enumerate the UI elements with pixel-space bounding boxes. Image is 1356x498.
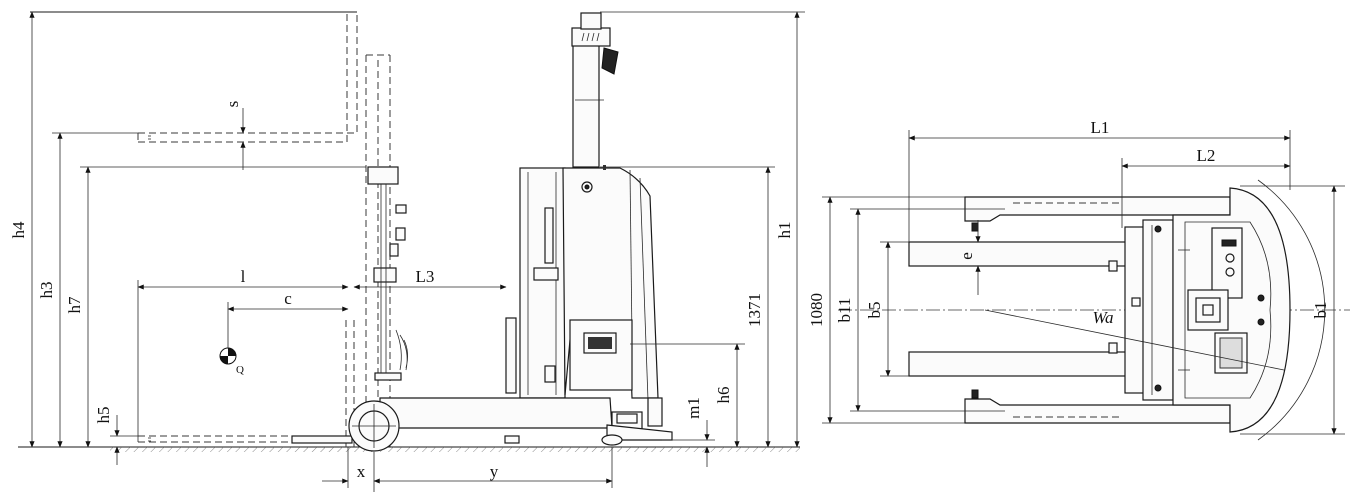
dim-c [227,302,349,348]
label-h6: h6 [714,387,733,404]
dim-1371 [600,166,775,448]
front-wheel [348,400,400,452]
dim-L1 [908,130,1291,242]
top-mast [1124,219,1174,401]
fork-carriage [367,166,408,381]
dim-x-y [322,447,613,492]
raised-mast-outline [345,54,391,447]
label-L2: L2 [1197,146,1216,165]
dim-m1 [662,420,715,467]
dim-h1 [600,11,805,448]
dim-1080 [822,196,965,424]
label-b5: b5 [865,302,884,319]
label-L3: L3 [416,267,435,286]
label-h3: h3 [37,282,56,299]
label-1371: 1371 [745,293,764,327]
dim-h6 [630,343,745,448]
dim-h3 [52,132,138,448]
label-L1: L1 [1091,118,1110,137]
label-s: s [223,101,242,108]
top-body [1172,187,1291,433]
outer-fork-legs [964,196,1231,424]
chassis [379,397,673,446]
raised-fork-outline [30,11,358,143]
label-c: c [284,289,292,308]
label-h7: h7 [65,296,84,314]
dim-b11 [850,208,1005,412]
dim-h7 [80,166,366,448]
label-Q: Q [236,364,244,376]
dim-L2 [1121,158,1291,228]
label-Wa: Wa [1092,308,1113,327]
turning-radius [984,179,1326,441]
label-m1: m1 [684,397,703,419]
dim-l [137,280,349,436]
label-1080: 1080 [807,293,826,327]
load-center-symbol [219,347,237,365]
label-b11: b11 [835,298,854,323]
label-y: y [490,462,499,481]
label-b1: b1 [1311,302,1330,319]
side-view: h4 h3 h7 h5 s l c L3 Q h1 1371 h6 m1 x y [9,11,805,492]
label-h4: h4 [9,221,28,239]
lowered-fork [137,435,353,444]
label-x: x [357,462,366,481]
truck-body [562,167,659,401]
label-h1: h1 [775,222,794,239]
dim-b5 [880,241,909,377]
ground-line [18,446,800,452]
label-l: l [241,267,246,286]
label-h5: h5 [94,407,113,424]
tiller [571,12,619,170]
top-view: L1 L2 1080 b11 b5 e Wa b1 [807,118,1350,441]
dim-h5 [110,415,138,465]
dim-b1 [1240,185,1345,435]
label-e: e [957,252,976,260]
